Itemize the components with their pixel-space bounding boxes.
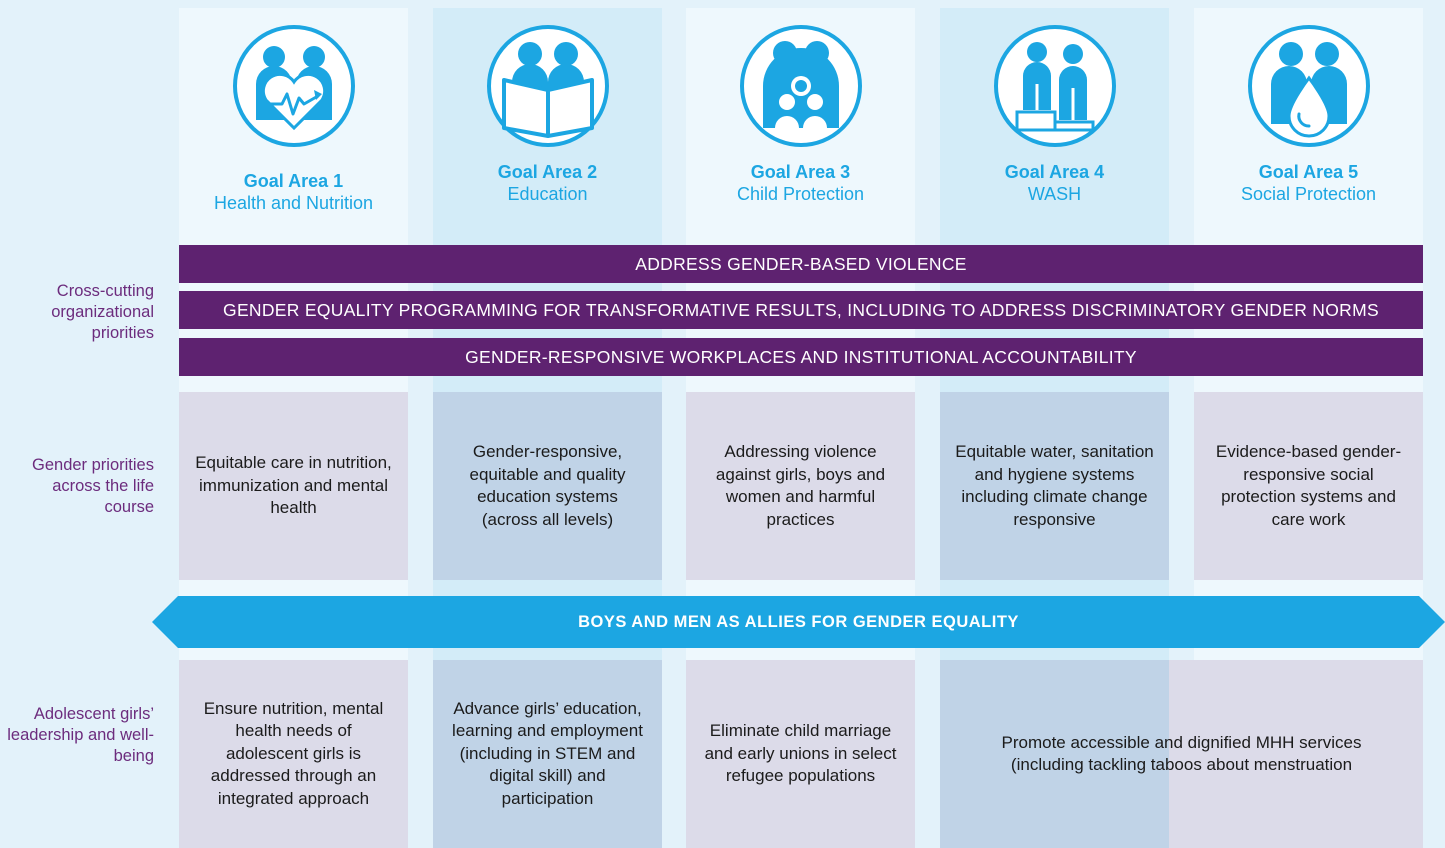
row-label-cross-cutting: Cross-cutting organizational priorities (51, 282, 154, 342)
allies-banner-text: BOYS AND MEN AS ALLIES FOR GENDER EQUALI… (578, 612, 1019, 631)
goal-area-number: Goal Area 1 (243, 171, 344, 191)
allies-double-arrow-banner (152, 596, 1445, 648)
goal-area-4-title: Goal Area 4 WASH (940, 161, 1169, 205)
children-on-steps-icon (994, 25, 1116, 147)
goal-area-name: Social Protection (1240, 184, 1377, 204)
goal-area-1-title: Goal Area 1 Health and Nutrition (179, 170, 408, 214)
gender-priority-box-3: Addressing violence against girls, boys … (686, 392, 915, 580)
two-children-heart-heartbeat-icon (233, 25, 355, 147)
two-children-reading-book-icon (487, 25, 609, 147)
goal-area-name: WASH (1027, 184, 1082, 204)
adolescent-priority-box-2: Advance girls’ education, learning and e… (433, 660, 662, 848)
adolescent-priority-box-4: Promote accessible and dignified MHH ser… (1001, 732, 1362, 775)
adolescent-wide-box-left-shade (940, 660, 1169, 848)
adolescent-priority-box-3: Eliminate child marriage and early union… (686, 660, 915, 848)
gender-priority-box-1: Equitable care in nutrition, immunizatio… (179, 392, 408, 580)
goal-area-number: Goal Area 4 (1004, 162, 1105, 182)
adolescent-priority-box-1: Ensure nutrition, mental health needs of… (179, 660, 408, 848)
goal-area-number: Goal Area 5 (1258, 162, 1359, 182)
adolescent-wide-box-right-shade (1169, 660, 1423, 848)
band-gender-equality-programming: GENDER EQUALITY PROGRAMMING FOR TRANSFOR… (179, 291, 1423, 329)
goal-area-2-title: Goal Area 2 Education (433, 161, 662, 205)
goal-area-number: Goal Area 2 (497, 162, 598, 182)
goal-area-3-title: Goal Area 3 Child Protection (686, 161, 915, 205)
gender-priority-box-5: Evidence-based gender-responsive social … (1194, 392, 1423, 580)
parent-embracing-children-icon (740, 25, 862, 147)
gender-priority-box-2: Gender-responsive, equitable and quality… (433, 392, 662, 580)
two-children-water-drop-icon (1248, 25, 1370, 147)
band-gender-based-violence: ADDRESS GENDER-BASED VIOLENCE (179, 245, 1423, 283)
goal-area-number: Goal Area 3 (750, 162, 851, 182)
goal-area-name: Education (507, 184, 588, 204)
gender-priority-box-4: Equitable water, sanitation and hygiene … (940, 392, 1169, 580)
band-gender-responsive-workplaces: GENDER-RESPONSIVE WORKPLACES AND INSTITU… (179, 338, 1423, 376)
goal-area-name: Child Protection (736, 184, 865, 204)
row-label-gender-priorities: Gender priorities across the life course (32, 456, 154, 516)
row-label-adolescent: Adolescent girls’ leadership and well-be… (7, 705, 154, 765)
goal-area-name: Health and Nutrition (213, 193, 374, 213)
goal-area-5-title: Goal Area 5 Social Protection (1194, 161, 1423, 205)
